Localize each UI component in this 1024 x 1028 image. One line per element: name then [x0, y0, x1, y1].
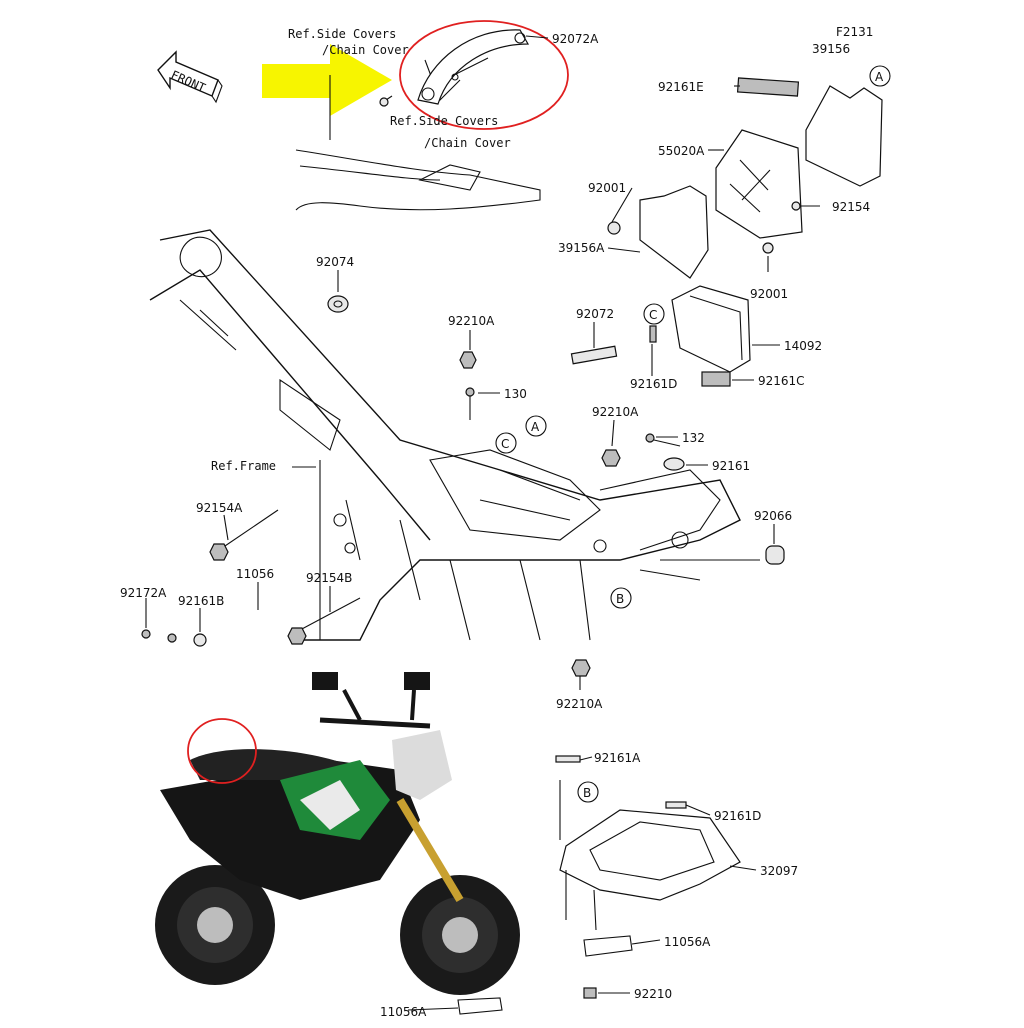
part-92074: 92074: [316, 255, 354, 269]
battery-case-14092: [649, 285, 751, 387]
part-92154A: 92154A: [196, 501, 243, 515]
part-39156: 39156: [812, 42, 850, 56]
hardware: [141, 295, 785, 677]
part-11056A-bottom: 11056A: [380, 1005, 427, 1019]
part-92001-upper: 92001: [588, 181, 626, 195]
ref-side-covers-top: Ref.Side Covers: [288, 27, 396, 41]
frame-drawing: [149, 229, 760, 641]
part-11056A-right: 11056A: [664, 935, 711, 949]
part-132: 132: [682, 431, 705, 445]
part-92154B: 92154B: [306, 571, 352, 585]
callout-C-top: C: [643, 303, 665, 325]
yellow-pointer-arrow: [262, 44, 392, 116]
part-92161A: 92161A: [594, 751, 641, 765]
motorcycle-photo: [155, 672, 520, 995]
tail-cowl-drawing: [295, 59, 541, 211]
ref-side-covers-mid: Ref.Side Covers: [390, 114, 498, 128]
part-32097: 32097: [760, 864, 798, 878]
grab-bar-92072A: [379, 29, 530, 107]
callout-A-frame: A: [525, 415, 547, 437]
under-tray-32097: [457, 755, 741, 1015]
part-92210A-mid: 92210A: [592, 405, 639, 419]
part-11056: 11056: [236, 567, 274, 581]
highlight-circle-top: [399, 20, 569, 130]
svg-text:A: A: [875, 70, 884, 84]
part-92210A-lower: 92210A: [556, 697, 603, 711]
svg-text:A: A: [531, 420, 540, 434]
callout-C-frame: C: [495, 432, 517, 454]
ref-chain-cover-mid: /Chain Cover: [424, 136, 511, 150]
part-92161B: 92161B: [178, 594, 224, 608]
ref-frame: Ref.Frame: [211, 459, 276, 473]
part-92210: 92210: [634, 987, 672, 1001]
part-92210A-upper: 92210A: [448, 314, 495, 328]
front-label: FRONT: [169, 68, 208, 95]
part-92161: 92161: [712, 459, 750, 473]
part-92072A: 92072A: [552, 32, 599, 46]
side-covers: [607, 77, 883, 279]
part-92161C: 92161C: [758, 374, 805, 388]
ref-chain-cover-top: /Chain Cover: [322, 43, 409, 57]
part-14092: 14092: [784, 339, 822, 353]
svg-text:C: C: [501, 437, 509, 451]
part-130: 130: [504, 387, 527, 401]
part-39156A: 39156A: [558, 241, 605, 255]
part-92161D-lower: 92161D: [714, 809, 761, 823]
part-92072: 92072: [576, 307, 614, 321]
svg-text:B: B: [583, 786, 591, 800]
callout-A-top: A: [869, 65, 891, 87]
part-55020A: 55020A: [658, 144, 705, 158]
callout-B-frame: B: [610, 587, 632, 609]
callout-B-tray: B: [577, 781, 599, 803]
part-92154: 92154: [832, 200, 870, 214]
part-92172A: 92172A: [120, 586, 167, 600]
catalog-code: F2131: [836, 25, 873, 39]
front-arrow-icon: FRONT: [157, 50, 223, 104]
part-92001-lower: 92001: [750, 287, 788, 301]
part-92161E: 92161E: [658, 80, 704, 94]
svg-text:B: B: [616, 592, 624, 606]
highlight-circle-bike: [187, 718, 257, 784]
svg-text:C: C: [649, 308, 657, 322]
part-92066: 92066: [754, 509, 792, 523]
leader-lines: [145, 35, 820, 1011]
part-92161D-upper: 92161D: [630, 377, 677, 391]
